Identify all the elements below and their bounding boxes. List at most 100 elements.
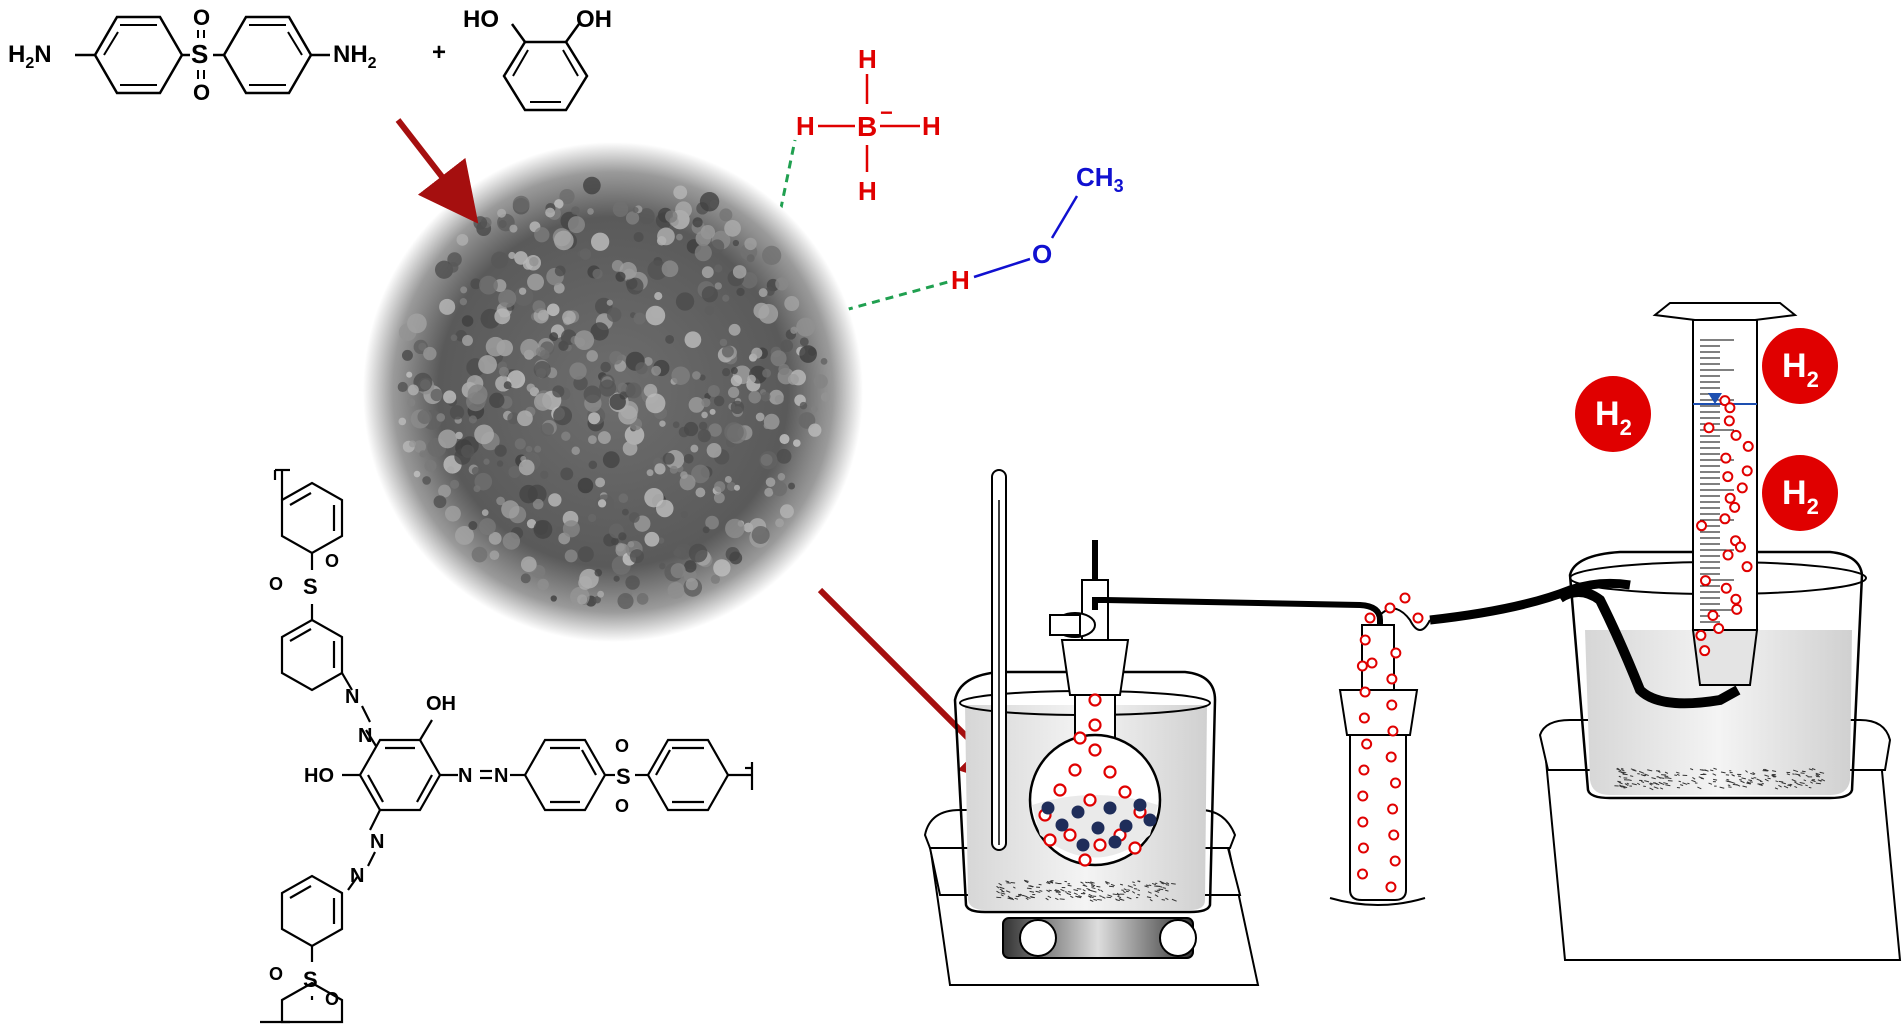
sem-particle <box>577 477 594 494</box>
stir-speckle <box>1622 785 1628 789</box>
stir-speckle <box>1151 882 1157 886</box>
stir-speckle <box>1165 897 1169 901</box>
catalyst-particle <box>1041 801 1055 815</box>
stir-speckle <box>1007 895 1011 899</box>
sem-particle <box>697 429 711 443</box>
sem-particle <box>491 251 509 269</box>
bh4-h-top: H <box>858 44 877 74</box>
sem-particle <box>546 303 560 317</box>
sem-particle <box>447 262 459 273</box>
stir-speckle <box>996 890 1000 894</box>
sem-particle <box>494 308 511 325</box>
sem-particle <box>775 518 784 528</box>
stir-speckle <box>1632 769 1637 772</box>
stir-speckle <box>1137 889 1141 892</box>
stir-speckle <box>1110 883 1115 887</box>
sem-particle <box>590 232 610 251</box>
hydrogen-bubble <box>1736 482 1748 494</box>
sem-particle <box>617 382 628 393</box>
sem-particle <box>744 237 757 251</box>
stir-speckle <box>1778 780 1784 783</box>
sem-particle <box>574 330 595 351</box>
hydrogen-bubble <box>1073 731 1087 745</box>
gas-tube <box>1092 596 1383 690</box>
stir-speckle <box>1774 787 1779 790</box>
stir-speckle <box>1088 893 1093 897</box>
h2-label: H2 <box>1782 474 1819 519</box>
sem-particle <box>714 481 726 493</box>
stir-speckle <box>1771 775 1775 778</box>
polymer-n: N <box>350 865 364 887</box>
sem-particle <box>479 275 498 295</box>
sem-particle <box>517 410 533 427</box>
stir-speckle <box>1789 783 1793 786</box>
stir-speckle <box>1116 892 1120 896</box>
stir-speckle <box>1005 880 1010 883</box>
sem-particle <box>450 479 460 489</box>
stir-speckle <box>1659 777 1665 779</box>
stir-speckle <box>1090 881 1095 884</box>
hydrogen-bubble <box>1389 855 1401 867</box>
sem-particle <box>533 519 553 539</box>
stir-speckle <box>1171 883 1176 885</box>
sem-particle <box>514 286 534 306</box>
stir-speckle <box>1055 882 1058 884</box>
stir-speckle <box>1690 768 1694 771</box>
sem-particle <box>676 233 683 241</box>
sem-particle <box>675 201 692 219</box>
sem-particle <box>583 385 602 404</box>
stir-speckle <box>1097 898 1102 901</box>
stir-speckle <box>1799 781 1805 785</box>
stir-speckle <box>1026 896 1031 899</box>
sem-particle <box>420 379 431 390</box>
stir-speckle <box>1100 889 1104 893</box>
sem-particle <box>788 482 796 490</box>
sem-particle <box>764 487 774 497</box>
bh4-boron: B <box>857 111 877 142</box>
sem-particle <box>618 532 627 541</box>
hydrogen-bubble <box>1390 647 1402 659</box>
stir-speckle <box>1132 881 1135 884</box>
sem-particle <box>799 401 808 410</box>
stir-speckle <box>1148 884 1152 887</box>
hydrogen-bubble <box>1387 803 1399 815</box>
stir-speckle <box>1649 787 1654 791</box>
benzene-ring <box>222 15 313 95</box>
stir-speckle <box>1171 898 1177 902</box>
stir-speckle <box>1133 884 1136 886</box>
sem-particle <box>776 448 792 464</box>
sem-particle <box>701 266 714 279</box>
sem-particle <box>755 412 765 422</box>
sem-particle <box>459 298 468 306</box>
stir-speckle <box>1068 891 1072 893</box>
stir-speckle <box>1093 898 1098 901</box>
sem-particle <box>719 208 733 222</box>
hydrogen-bubble <box>1359 686 1371 698</box>
sem-particle <box>810 405 818 413</box>
sem-particle <box>417 409 432 424</box>
stir-speckle <box>1757 783 1763 787</box>
stir-speckle <box>1702 773 1707 775</box>
sem-particle <box>714 282 722 290</box>
sem-particle <box>408 440 416 448</box>
sem-particle <box>597 499 607 508</box>
stir-speckle <box>1078 895 1082 898</box>
sulfone-o-bottom: O <box>193 80 210 105</box>
stir-speckle <box>1657 770 1661 773</box>
sem-particle <box>461 315 474 327</box>
stir-speckle <box>1663 782 1669 785</box>
stir-speckle <box>1628 779 1632 781</box>
hydrogen-bubble <box>1730 429 1742 441</box>
stir-speckle <box>1149 898 1153 902</box>
sem-particle <box>583 176 601 195</box>
sem-particle <box>498 289 517 308</box>
sem-particle <box>796 317 816 337</box>
sem-particle <box>779 504 794 519</box>
stir-speckle <box>1801 770 1806 773</box>
stir-speckle <box>1097 888 1101 891</box>
sem-particle <box>645 393 666 414</box>
stir-speckle <box>1809 781 1813 784</box>
polymer-n: N <box>370 831 384 853</box>
sem-particle <box>724 475 732 483</box>
